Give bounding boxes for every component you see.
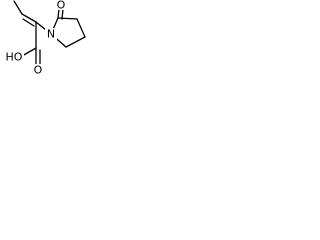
label-bg-lactam-oxygen bbox=[56, 0, 67, 10]
bond-ch-c-alpha bbox=[21, 13, 37, 23]
ring-bond-c3-c4 bbox=[76, 18, 86, 38]
label-bg-hydroxyl bbox=[5, 51, 24, 62]
atom-lactam-oxygen: O bbox=[57, 0, 66, 12]
bond-c2-o-double-a bbox=[57, 8, 60, 19]
bond-ch3-ch bbox=[13, 0, 23, 15]
label-bg-ring-nitrogen bbox=[45, 28, 57, 40]
bond-c2-o-double-b bbox=[61, 8, 64, 20]
atom-ring-nitrogen: N bbox=[47, 28, 55, 41]
ring-bond-c2-c3 bbox=[57, 17, 78, 20]
bond-ch-c-alpha-double bbox=[22, 18, 35, 27]
chemical-structure-diagram: O N HO O bbox=[5, 0, 86, 77]
label-bg-carbonyl-oxygen bbox=[32, 64, 44, 76]
structure-canvas: O N HO O bbox=[0, 0, 98, 84]
bond-c-oh bbox=[21, 47, 37, 57]
ring-bond-c4-c5 bbox=[65, 36, 86, 48]
atom-hydroxyl: HO bbox=[6, 51, 23, 64]
atom-carbonyl-oxygen: O bbox=[34, 64, 43, 77]
